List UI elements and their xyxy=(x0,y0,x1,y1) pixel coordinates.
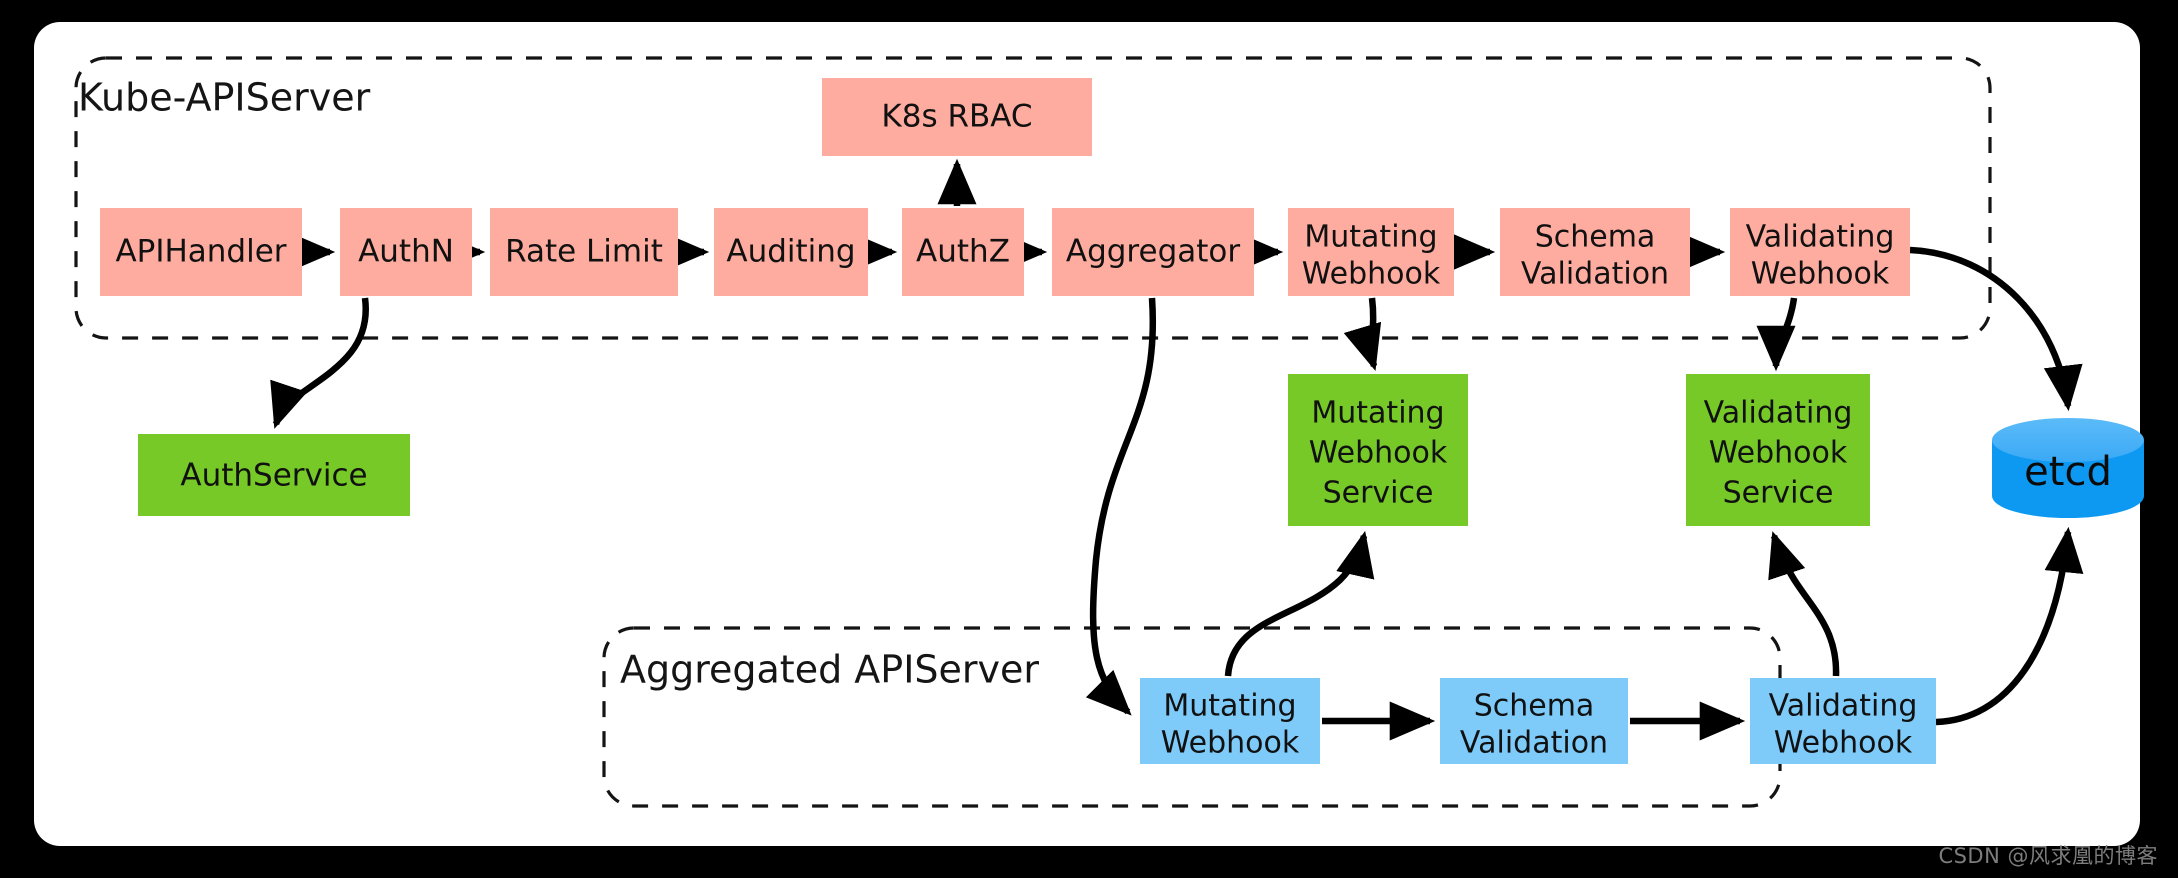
node-mutating-webhook-service-label-line3: Service xyxy=(1323,476,1434,511)
node-validating-webhook-service[interactable]: Validating Webhook Service xyxy=(1686,374,1870,526)
node-apihandler-label: APIHandler xyxy=(115,234,286,270)
node-aggregator-box[interactable] xyxy=(1052,208,1254,296)
node-apihandler[interactable]: APIHandler xyxy=(100,208,302,296)
group-aggregated-apiserver-title: Aggregated APIServer xyxy=(620,648,1039,692)
group-kube-apiserver-border xyxy=(74,56,1992,340)
node-authz-box[interactable] xyxy=(902,208,1024,296)
node-validating-webhook-label-line2: Webhook xyxy=(1751,257,1890,292)
node-validating-webhook-service-box[interactable] xyxy=(1686,374,1870,526)
edge-validating-to-validating-svc xyxy=(1756,297,1798,372)
node-agg-validating-webhook-label-line2: Webhook xyxy=(1774,726,1913,761)
node-validating-webhook-box[interactable] xyxy=(1730,208,1910,296)
edge-agg-validating-to-etcd xyxy=(1935,526,2084,726)
node-schema-validation[interactable]: Schema Validation xyxy=(1500,208,1690,296)
group-aggregated-apiserver: Aggregated APIServer xyxy=(602,626,1782,808)
edges xyxy=(270,158,2084,741)
node-rate-limit[interactable]: Rate Limit xyxy=(490,208,678,296)
group-kube-apiserver-title: Kube-APIServer xyxy=(78,76,371,120)
node-agg-mutating-webhook-label-line1: Mutating xyxy=(1163,689,1296,724)
node-auditing-label: Auditing xyxy=(726,234,855,270)
group-kube-apiserver: Kube-APIServer xyxy=(74,56,1992,340)
node-mutating-webhook-service-label-line2: Webhook xyxy=(1309,436,1448,471)
node-authz-label: AuthZ xyxy=(916,234,1010,270)
node-agg-mutating-webhook-box[interactable] xyxy=(1140,678,1320,764)
node-agg-mutating-webhook-label-line2: Webhook xyxy=(1161,726,1300,761)
node-authn[interactable]: AuthN xyxy=(340,208,472,296)
watermark: CSDN @风求凰的博客 xyxy=(1938,844,2158,868)
edge-authn-to-authservice xyxy=(270,297,370,429)
node-authservice[interactable]: AuthService xyxy=(138,434,410,516)
node-mutating-webhook-label-line1: Mutating xyxy=(1304,220,1437,255)
node-etcd-label: etcd xyxy=(2024,449,2112,495)
node-agg-mutating-webhook[interactable]: Mutating Webhook xyxy=(1140,678,1320,764)
node-k8s-rbac-label: K8s RBAC xyxy=(881,99,1032,135)
node-agg-schema-validation-box[interactable] xyxy=(1440,678,1628,764)
node-authz[interactable]: AuthZ xyxy=(902,208,1024,296)
node-apihandler-box[interactable] xyxy=(100,208,302,296)
node-schema-validation-label-line2: Validation xyxy=(1521,257,1669,292)
node-authn-label: AuthN xyxy=(358,234,454,270)
node-schema-validation-box[interactable] xyxy=(1500,208,1690,296)
node-aggregator[interactable]: Aggregator xyxy=(1052,208,1254,296)
node-authservice-box[interactable] xyxy=(138,434,410,516)
node-authservice-label: AuthService xyxy=(180,458,367,494)
node-validating-webhook-service-label-line2: Webhook xyxy=(1709,436,1848,471)
node-validating-webhook-service-label-line1: Validating xyxy=(1704,396,1853,431)
edge-mutating-to-mutating-svc xyxy=(1343,297,1382,371)
node-validating-webhook-label-line1: Validating xyxy=(1746,220,1895,255)
node-agg-schema-validation[interactable]: Schema Validation xyxy=(1440,678,1628,764)
etcd-cylinder-top xyxy=(1992,418,2144,462)
node-agg-validating-webhook-box[interactable] xyxy=(1750,678,1936,764)
node-k8s-rbac-box[interactable] xyxy=(822,78,1092,156)
node-mutating-webhook-service-label-line1: Mutating xyxy=(1311,396,1444,431)
node-auditing[interactable]: Auditing xyxy=(714,208,868,296)
edge-aggregator-to-agg-mutating xyxy=(1085,297,1157,716)
node-mutating-webhook-service-box[interactable] xyxy=(1288,374,1468,526)
node-validating-webhook[interactable]: Validating Webhook xyxy=(1730,208,1910,296)
edge-validating-to-etcd xyxy=(1909,246,2083,412)
node-auditing-box[interactable] xyxy=(714,208,868,296)
node-rate-limit-label: Rate Limit xyxy=(505,234,663,270)
etcd-cylinder-body[interactable] xyxy=(1992,440,2144,518)
node-authn-box[interactable] xyxy=(340,208,472,296)
node-mutating-webhook-label-line2: Webhook xyxy=(1302,257,1441,292)
node-mutating-webhook-box[interactable] xyxy=(1288,208,1454,296)
edge-agg-mutating-to-mutating-svc xyxy=(1224,530,1375,677)
node-agg-schema-validation-label-line2: Validation xyxy=(1460,726,1608,761)
edge-agg-validating-to-validating-svc xyxy=(1768,531,1840,677)
node-etcd[interactable]: etcd xyxy=(1992,418,2144,518)
node-mutating-webhook-service[interactable]: Mutating Webhook Service xyxy=(1288,374,1468,526)
node-k8s-rbac[interactable]: K8s RBAC xyxy=(822,78,1092,156)
node-rate-limit-box[interactable] xyxy=(490,208,678,296)
node-aggregator-label: Aggregator xyxy=(1066,234,1240,270)
node-schema-validation-label-line1: Schema xyxy=(1535,220,1656,255)
group-aggregated-apiserver-border xyxy=(602,626,1782,808)
node-agg-validating-webhook-label-line1: Validating xyxy=(1769,689,1918,724)
node-validating-webhook-service-label-line3: Service xyxy=(1723,476,1834,511)
node-agg-schema-validation-label-line1: Schema xyxy=(1474,689,1595,724)
node-agg-validating-webhook[interactable]: Validating Webhook xyxy=(1750,678,1936,764)
node-mutating-webhook[interactable]: Mutating Webhook xyxy=(1288,208,1454,296)
